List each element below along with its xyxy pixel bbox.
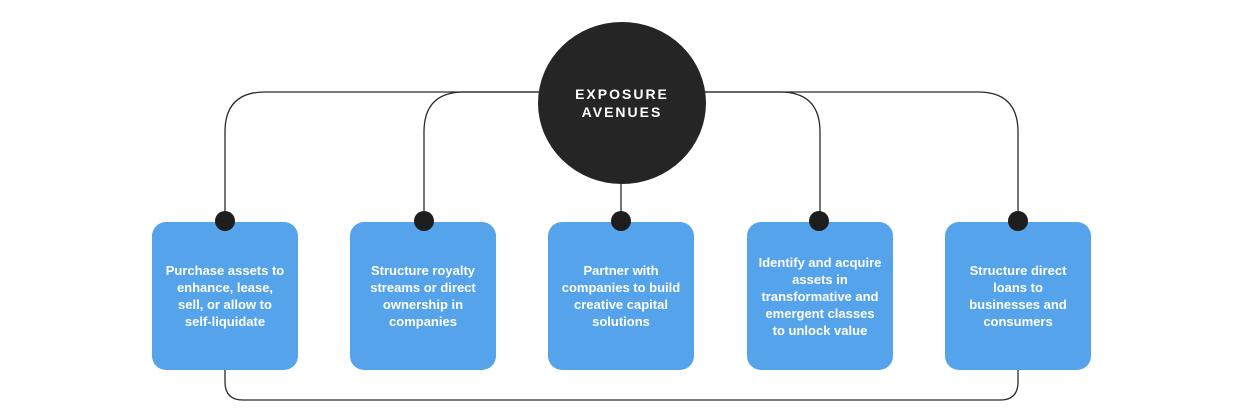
avenue-text-3: Partner with companies to build creative… bbox=[561, 263, 681, 329]
avenue-text-5: Structure direct loans to businesses and… bbox=[969, 263, 1067, 329]
connector-dot-5 bbox=[1008, 211, 1028, 231]
connector-to-avenue-4 bbox=[700, 91, 821, 222]
connector-dot-2 bbox=[414, 211, 434, 231]
avenue-card-1: Purchase assets to enhance, lease, sell,… bbox=[152, 222, 298, 370]
connector-to-avenue-1 bbox=[224, 91, 545, 222]
hub-circle: EXPOSURE AVENUES bbox=[538, 22, 706, 184]
connector-to-avenue-5 bbox=[700, 91, 1019, 222]
avenue-text-2: Structure royalty streams or direct owne… bbox=[370, 263, 476, 329]
connector-dot-4 bbox=[809, 211, 829, 231]
avenue-text-1: Purchase assets to enhance, lease, sell,… bbox=[165, 263, 285, 329]
avenue-card-4: Identify and acquire assets in transform… bbox=[747, 222, 893, 370]
connector-dot-1 bbox=[215, 211, 235, 231]
avenue-card-2: Structure royalty streams or direct owne… bbox=[350, 222, 496, 370]
hub-title-line2: AVENUES bbox=[581, 104, 663, 120]
bottom-connector bbox=[224, 368, 1019, 401]
avenue-text-4: Identify and acquire assets in transform… bbox=[758, 254, 882, 338]
connector-dot-3 bbox=[611, 211, 631, 231]
connector-to-avenue-2 bbox=[423, 91, 545, 222]
avenue-card-3: Partner with companies to build creative… bbox=[548, 222, 694, 370]
hub-title-line1: EXPOSURE bbox=[575, 86, 669, 102]
avenue-card-5: Structure direct loans to businesses and… bbox=[945, 222, 1091, 370]
